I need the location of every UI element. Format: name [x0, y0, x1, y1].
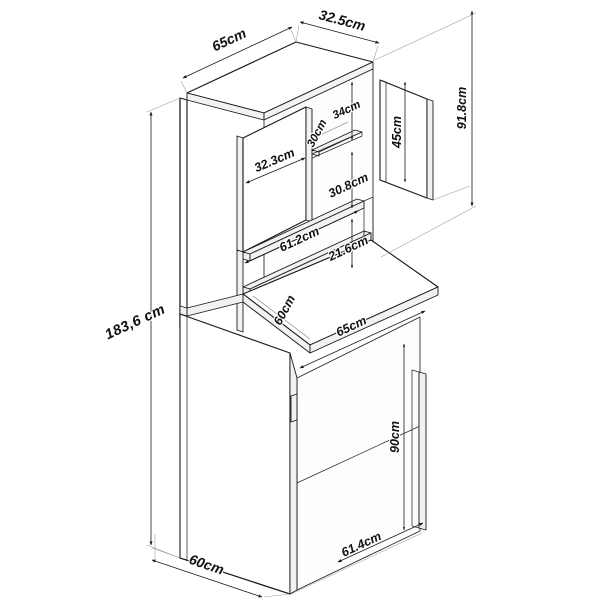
- dim-right-door-height: 45cm: [389, 81, 407, 183]
- lower-cabinet: [179, 313, 427, 595]
- label-top-depth: 32.5cm: [317, 6, 367, 34]
- dim-shelf-width-line: [244, 210, 359, 264]
- lower-cabinet-door-stile: [289, 352, 298, 595]
- lower-cabinet-handle: [290, 393, 298, 423]
- dim-shelf-depth-line: [309, 121, 349, 141]
- desk-left-overhang: [186, 293, 244, 317]
- label-upper-height: 91.8cm: [455, 87, 469, 129]
- upper-left-door-edge: [236, 135, 244, 253]
- dim-top-width-line: [182, 26, 293, 79]
- dim-cabinet-height: 90cm: [387, 343, 406, 531]
- upper-left-stile-lower: [236, 249, 244, 333]
- dim-base-depth-line: [151, 559, 263, 598]
- dim-desk-width-line: [299, 310, 426, 369]
- dim-top-depth-line: [299, 21, 380, 44]
- lower-door-panel-edge: [418, 371, 427, 531]
- dim-top-depth-ext-a: [295, 24, 300, 43]
- upper-right-door: [379, 79, 434, 201]
- label-total-height: 183,6 cm: [103, 301, 168, 343]
- dim-total-height-ext-top: [146, 97, 181, 113]
- dim-total-height-ext-bottom: [146, 544, 181, 559]
- upper-shelf-1-line: [311, 131, 363, 159]
- dim-upper-height-ext-bottom: [380, 205, 477, 258]
- dim-left-door-width-line: [245, 157, 306, 184]
- dim-top-width-ext-a: [180, 80, 188, 94]
- label-right-door-height: 45cm: [390, 116, 404, 149]
- dim-upper-height: 91.8cm: [374, 10, 477, 258]
- dim-top-width-ext-b: [290, 29, 297, 43]
- dim-top-depth-ext-b: [372, 45, 379, 63]
- lower-cabinet-interior-floor: [296, 425, 421, 484]
- dim-base-depth-ext-c: [263, 593, 291, 598]
- dim-cabinet-width-line: [337, 522, 424, 563]
- upper-left-side-panel: [179, 97, 188, 331]
- upper-right-door-edge: [426, 98, 434, 201]
- dim-upper-height-ext-top: [374, 12, 477, 61]
- dim-upper-right-door-ext: [432, 185, 471, 201]
- upper-right-door-hinge-edge: [379, 79, 387, 183]
- dim-total-height: 183,6 cm: [102, 97, 181, 559]
- upper-center-divider: [305, 106, 313, 223]
- label-cabinet-height: 90cm: [388, 421, 402, 453]
- upper-shelf-2-left-edge: [242, 251, 251, 262]
